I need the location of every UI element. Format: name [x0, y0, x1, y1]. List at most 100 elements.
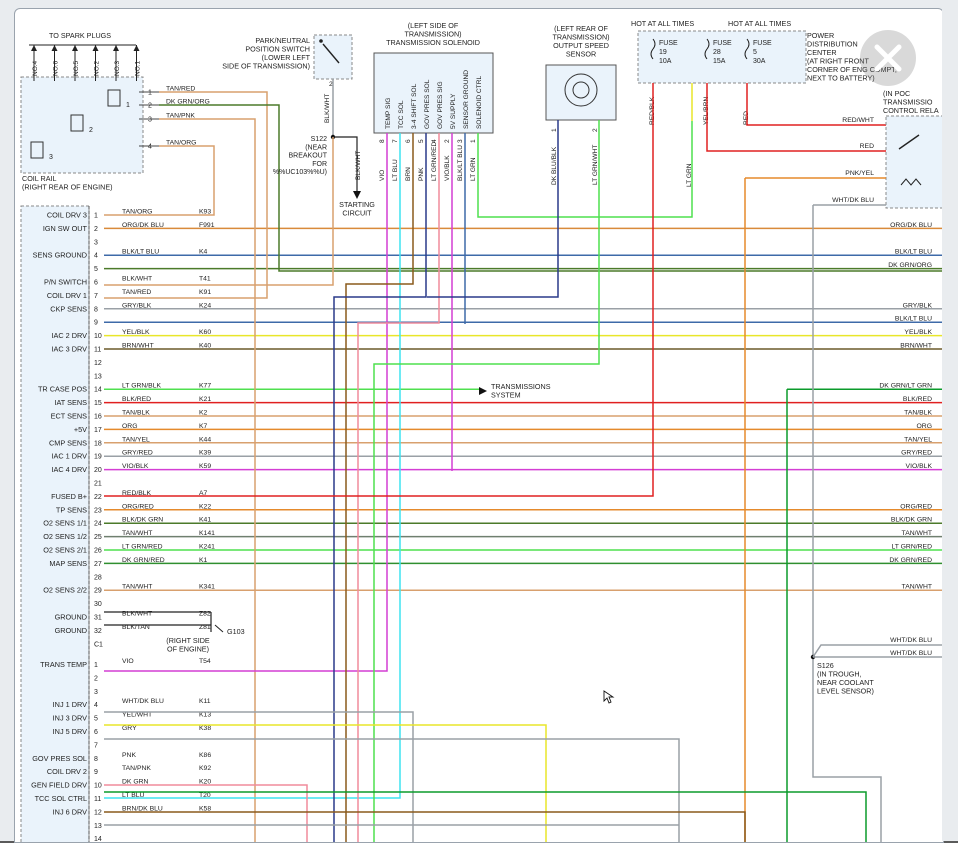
g103-label: G103 [227, 627, 245, 636]
circuit-id: Z82 [199, 611, 211, 618]
connector-row: 28 [94, 574, 102, 581]
wire-dk-blu-blk [427, 120, 559, 298]
solenoid-pin-num: 4 [431, 139, 438, 143]
wire-fused-b [104, 83, 654, 497]
coil-pin-wire: TAN/ORG [166, 140, 196, 147]
connector-row: 3 [94, 689, 98, 696]
speed-wire: LT GRN/WHT [592, 145, 599, 185]
circuit-id: K77 [199, 383, 211, 390]
pin-number: 8 [94, 306, 98, 313]
starting-wire-label: BLK/WHT [355, 151, 362, 180]
coil-number: 3 [49, 154, 53, 161]
wire-color-right: TAN/WHT [902, 530, 932, 537]
wire-color: TAN/ORG [122, 209, 152, 216]
ground-symbol [214, 624, 224, 633]
pin-function: ECT SENS [51, 412, 87, 421]
wire-color: TAN/BLK [122, 410, 150, 417]
wire-color: LT BLU [122, 792, 145, 799]
coil-winding [107, 89, 121, 107]
pin-number: 31 [94, 615, 102, 622]
plug-number: NO.5 [73, 60, 80, 76]
coil-winding [30, 141, 44, 159]
speed-sensor-body [564, 73, 598, 107]
pin-number: 19 [94, 454, 102, 461]
circuit-id: K141 [199, 530, 215, 537]
pin-number: 1 [94, 213, 98, 220]
pin-number: 6 [94, 729, 98, 736]
plug-arrow [31, 45, 37, 51]
fuse-number: 19 [659, 49, 667, 56]
pin-number: 15 [94, 400, 102, 407]
fuse-name: FUSE [713, 40, 732, 47]
coil-pin-number: 2 [148, 103, 152, 110]
wire-coil-drv2 [159, 118, 256, 842]
pin-number: 12 [94, 360, 102, 367]
pin-number: 10 [94, 333, 102, 340]
circuit-id: K40 [199, 343, 211, 350]
pin-number: 22 [94, 494, 102, 501]
wire-color: DK GRN/RED [122, 557, 165, 564]
connector-row: 14 [94, 836, 102, 842]
pin-number: 21 [94, 481, 102, 488]
circuit-id: K41 [199, 517, 211, 524]
pin-number: 6 [94, 280, 98, 287]
hand-cursor-icon [603, 690, 615, 704]
solenoid-pin-num: 8 [379, 139, 386, 143]
circuit-id: K44 [199, 436, 211, 443]
coil-pin-number: 4 [148, 144, 152, 151]
circuit-id: K58 [199, 805, 211, 812]
wire-color: WHT/DK BLU [122, 698, 164, 705]
solenoid-signal: 5V SUPPLY [450, 93, 457, 129]
pin-number: 28 [94, 574, 102, 581]
pin-function: O2 SENS 2/2 [43, 586, 87, 595]
wire-color: LT GRN/BLK [122, 383, 161, 390]
close-button[interactable] [860, 30, 916, 86]
wire-color-right: BLK/RED [903, 396, 932, 403]
wire-lt-grn-wht [373, 120, 600, 842]
relay-wire: PNK/YEL [845, 170, 874, 177]
pin-function: TCC SOL CTRL [35, 794, 87, 803]
pin-number: 3 [94, 239, 98, 246]
output-speed-box [545, 64, 617, 121]
wire-color-right: GRY/BLK [903, 302, 933, 309]
circuit-id: T54 [199, 658, 211, 665]
fuse-symbol [744, 38, 750, 60]
pin-number: 11 [94, 347, 101, 354]
fuse-amps: 10A [659, 58, 672, 65]
wire-gen-field [104, 791, 867, 842]
connector-row: 30 [94, 601, 102, 608]
circuit-id: K92 [199, 765, 211, 772]
pcm-connector-body [20, 205, 90, 842]
wire-color: TAN/RED [122, 289, 151, 296]
plug-arrow [51, 45, 58, 51]
pin-number: 27 [94, 561, 102, 568]
circuit-id: K39 [199, 450, 211, 457]
solenoid-wire: VIO/BLK [444, 155, 451, 181]
connector-row: 5DK GRN/ORG [94, 262, 932, 273]
pin-function: INJ 5 DRV [53, 727, 87, 736]
pin-number: 32 [94, 628, 102, 635]
pin-function: CKP SENS [50, 304, 87, 313]
pin-function: SENS GROUND [33, 251, 87, 260]
circuit-id: K22 [199, 503, 211, 510]
solenoid-wire: BLK/LT BLU [457, 145, 464, 181]
wire-inj6 [104, 811, 746, 842]
wire-inj3 [104, 724, 547, 842]
coil-number: 2 [89, 127, 93, 134]
relay-contact [898, 134, 920, 150]
circuit-id: F991 [199, 222, 215, 229]
solenoid-pin-num: 7 [392, 139, 399, 143]
